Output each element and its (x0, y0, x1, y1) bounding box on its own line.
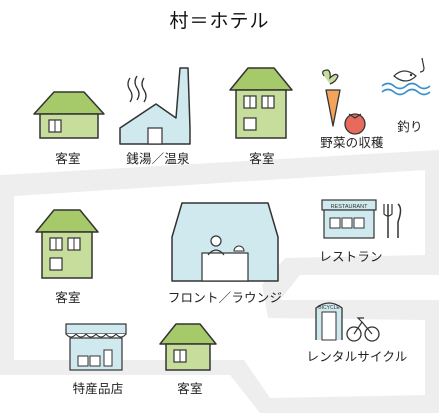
guestroom-house-icon-1 (33, 91, 105, 139)
specialty-shop-icon (65, 323, 127, 371)
vegetable-harvest-icon (322, 69, 366, 135)
guestroom-label-3: 客室 (55, 290, 81, 305)
front-lounge-label: フロント／ラウンジ (167, 290, 283, 305)
guestroom-house-icon-3 (35, 209, 99, 279)
page-title: 村＝ホテル (169, 10, 270, 32)
restaurant-sign-text: RESTAURANT (331, 204, 369, 210)
fishing-icon (381, 57, 431, 96)
specialty-shop-label: 特産品店 (72, 381, 124, 396)
front-lounge-icon (171, 202, 279, 282)
rental-cycle-label: レンタルサイクル (306, 349, 408, 364)
bicycle-sign-text: BICYCLE (318, 305, 340, 311)
guestroom-house-icon-2 (229, 67, 293, 139)
restaurant-icon (321, 199, 402, 239)
harvest-label: 野菜の収穫 (320, 135, 384, 150)
guestroom-house-icon-4 (159, 323, 217, 371)
guestroom-label-4: 客室 (177, 381, 203, 396)
guestroom-label-1: 客室 (55, 151, 81, 166)
rental-cycle-icon (315, 302, 380, 342)
restaurant-label: レストラン (319, 249, 383, 264)
bathhouse-label: 銭湯／温泉 (126, 151, 190, 166)
bathhouse-icon (119, 67, 191, 145)
guestroom-label-2: 客室 (249, 151, 275, 166)
fishing-label: 釣り (397, 119, 423, 134)
